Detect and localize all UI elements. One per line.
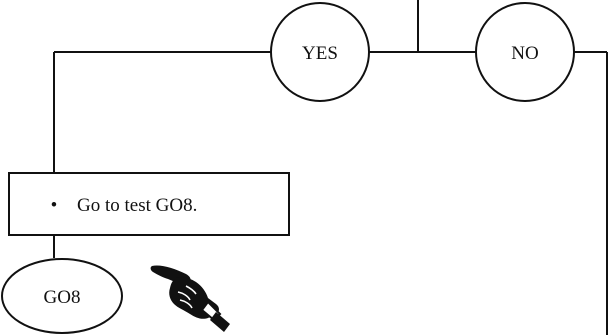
flow-connectors xyxy=(53,0,608,335)
next-test-ellipse xyxy=(1,258,123,334)
action-box: • Go to test GO8. xyxy=(8,172,290,236)
action-bullet: • xyxy=(51,195,58,216)
decision-no-label: NO xyxy=(511,43,538,64)
action-text: Go to test GO8. xyxy=(77,195,197,216)
next-test-label: GO8 xyxy=(44,287,81,308)
decision-no-circle xyxy=(475,2,575,102)
decision-yes-circle xyxy=(270,2,370,102)
decision-yes-node[interactable]: YES xyxy=(270,2,370,102)
pointing-hand-icon xyxy=(150,265,230,332)
next-test-node[interactable]: GO8 xyxy=(1,258,123,334)
action-box-frame xyxy=(8,172,290,236)
decision-yes-label: YES xyxy=(302,43,338,64)
decision-no-node[interactable]: NO xyxy=(475,2,575,102)
